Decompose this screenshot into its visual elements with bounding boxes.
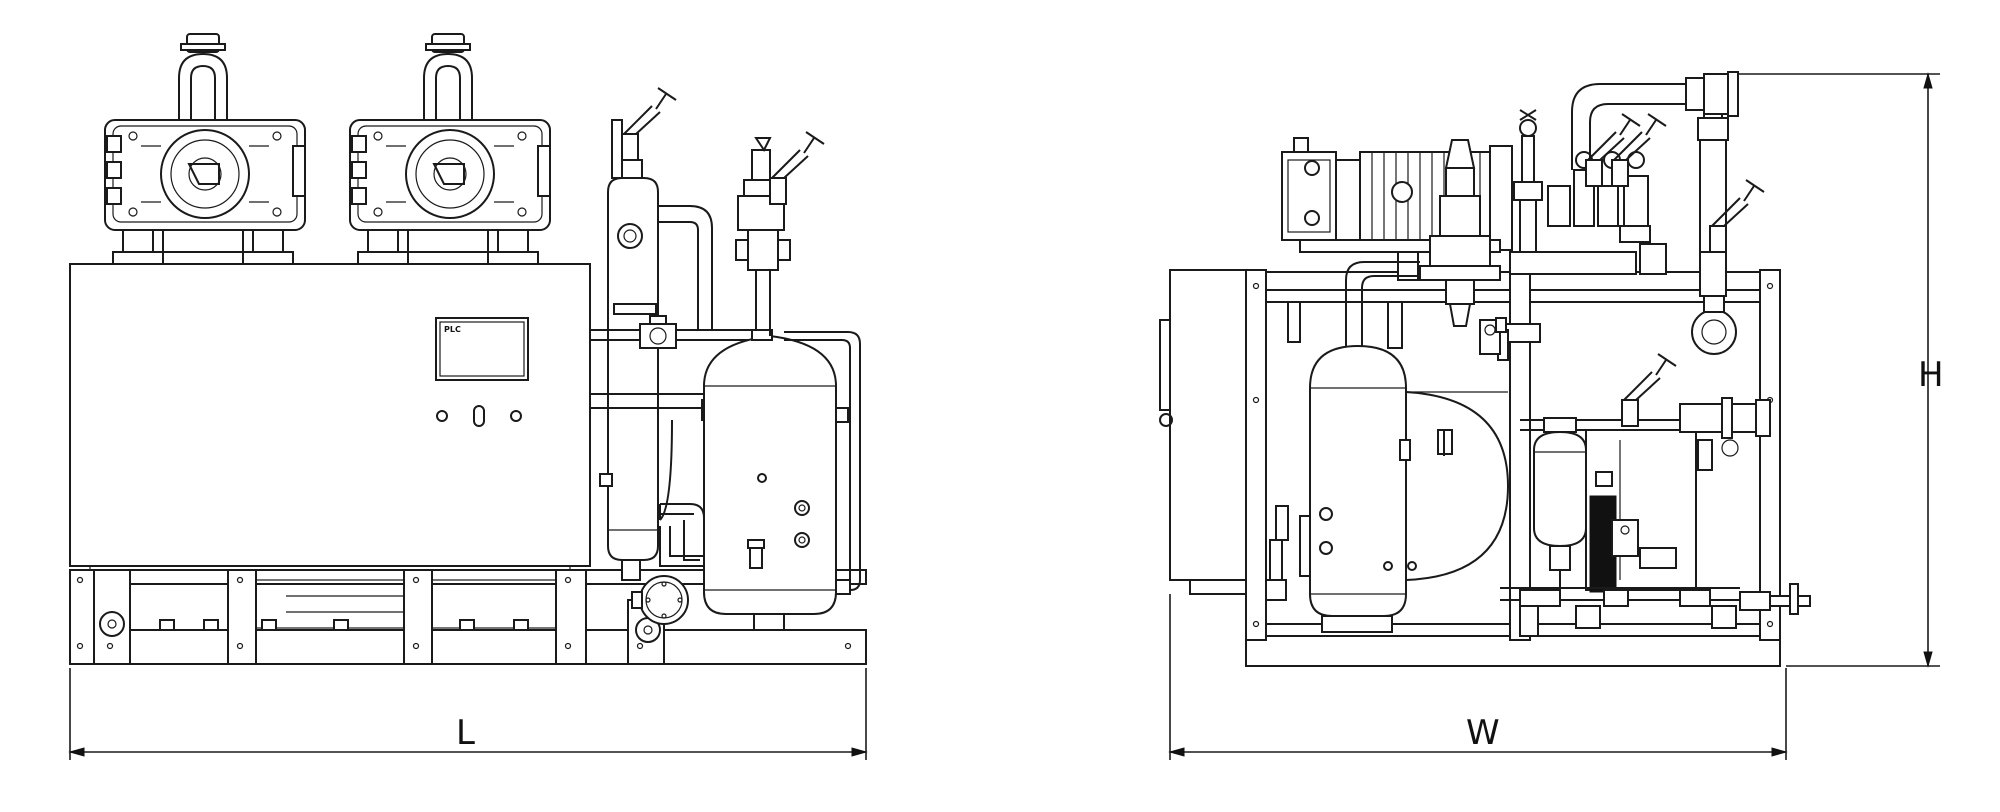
- receiver-end: [1299, 261, 1420, 633]
- end-bottom-piping: [1265, 505, 1811, 637]
- height-dimension: H: [1738, 72, 1944, 668]
- compressor-end: [1281, 137, 1513, 253]
- solenoid-valve-stack: [1397, 139, 1501, 327]
- cabinet-side: [1159, 269, 1247, 595]
- heat-exchanger: [1585, 397, 1771, 593]
- length-dimension: L: [68, 668, 868, 760]
- indicator-light-left: [436, 410, 448, 422]
- end-view: W H: [1159, 71, 1944, 760]
- dimension-label-w: W: [1466, 713, 1500, 753]
- oil-pump: [631, 575, 689, 625]
- oil-separator: [607, 119, 659, 581]
- dimension-label-h: H: [1918, 355, 1944, 395]
- plc-label: PLC: [444, 325, 461, 334]
- plc-panel: PLC: [435, 317, 529, 381]
- filter-drier: [1533, 417, 1587, 600]
- control-cabinet: [69, 263, 591, 567]
- width-dimension: W: [1168, 594, 1788, 760]
- side-view: PLC: [68, 33, 868, 760]
- base-frame: [69, 569, 867, 665]
- liquid-receiver: [703, 329, 837, 631]
- compressor-right: [349, 33, 551, 267]
- indicator-light-right: [510, 410, 522, 422]
- compressor-left: [104, 33, 306, 267]
- dimension-label-l: L: [456, 713, 475, 753]
- discharge-valve: [621, 87, 677, 161]
- selector-switch: [473, 405, 485, 427]
- stop-valve: [769, 131, 825, 205]
